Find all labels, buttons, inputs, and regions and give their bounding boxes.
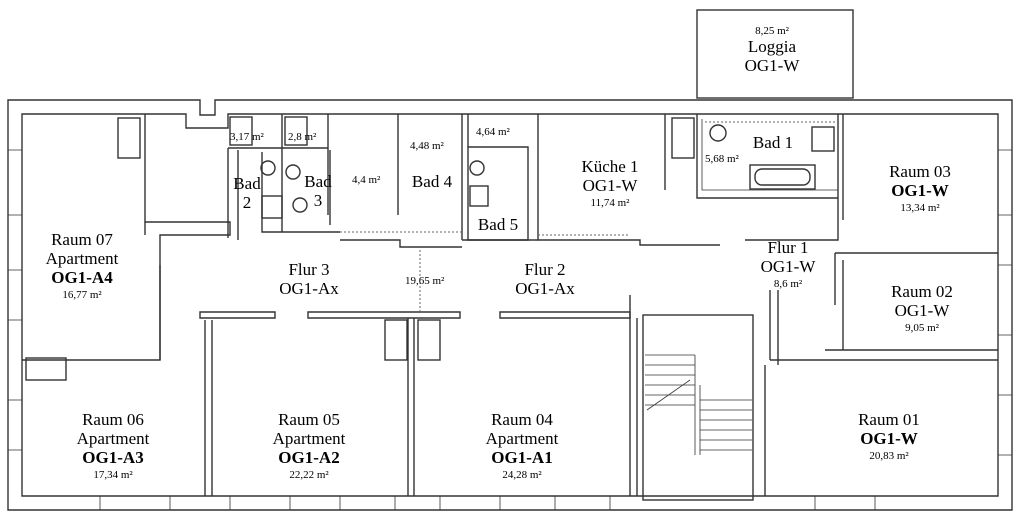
raum03-area: 13,34 m² [900,202,940,215]
raum07-label: Raum 07 Apartment OG1-A4 16,77 m² [46,230,119,301]
shower-bad3 [284,116,308,146]
bad4-area: 4,48 m² [410,140,444,152]
bad2-area: 3,17 m² [230,131,264,143]
flur1-label: Flur 1 OG1-W 8,6 m² [761,238,816,290]
kueche1-code: OG1-W [582,176,638,196]
raum06-name: Raum 06 [82,410,144,429]
sink-r07 [117,117,141,159]
raum02-label: Raum 02 OG1-W 9,05 m² [891,282,953,334]
flur3-name: Flur 3 [288,260,330,279]
raum04-area: 24,28 m² [502,469,542,482]
bad3b-area: 4,4 m² [352,174,381,186]
raum07-code: OG1-A4 [51,268,113,288]
bad5-area: 4,64 m² [476,126,510,138]
raum06-area: 17,34 m² [93,469,133,482]
raum06-type: Apartment [76,429,150,449]
bad4-name: Bad 4 [411,172,453,191]
raum05-name: Raum 05 [278,410,340,429]
raum06-label: Raum 06 Apartment OG1-A3 17,34 m² [77,410,150,481]
kueche1-label: Küche 1 OG1-W 11,74 m² [581,157,638,209]
bad1-name: Bad 1 [752,133,794,152]
flur2-name: Flur 2 [524,260,566,279]
flur2-code: OG1-Ax [515,279,575,299]
basin-bad1 [811,126,835,152]
raum04-code: OG1-A1 [491,448,553,468]
raum06-code: OG1-A3 [82,448,144,468]
basin-bad2 [261,195,283,219]
raum04-label: Raum 04 Apartment OG1-A1 24,28 m² [486,410,559,481]
raum07-type: Apartment [45,249,119,269]
kueche1-name: Küche 1 [581,157,639,176]
loggia-box [696,9,854,99]
bad2-name1: Bad [233,174,261,193]
raum01-code: OG1-W [860,429,918,449]
raum01-label: Raum 01 OG1-W 20,83 m² [858,410,920,462]
kueche1-area: 11,74 m² [590,197,630,210]
flur1-code: OG1-W [760,257,816,277]
bad2-name2: 2 [242,193,252,213]
flur3-label: Flur 3 OG1-Ax [279,260,339,298]
raum02-name: Raum 02 [891,282,953,301]
basin-bad5 [469,185,489,207]
sink-r04 [417,319,441,361]
loggia-code: OG1-W [744,56,800,76]
sink-r05 [384,319,408,361]
raum02-code: OG1-W [894,301,950,321]
raum02-area: 9,05 m² [905,322,939,335]
raum04-name: Raum 04 [491,410,553,429]
bathtub [749,164,816,190]
raum01-name: Raum 01 [858,410,920,429]
sink-kueche [671,117,695,159]
sink-r06 [25,357,67,381]
loggia-label: 8,25 m² Loggia OG1-W [745,23,800,75]
toilet-bad1 [709,124,727,142]
bad1-area: 5,68 m² [705,153,739,165]
toilet-bad3b [292,197,308,213]
flur2-label: Flur 2 OG1-Ax [515,260,575,298]
raum05-label: Raum 05 Apartment OG1-A2 22,22 m² [273,410,346,481]
shower-bad2 [229,116,253,146]
flur-area: 19,65 m² [405,275,445,287]
bad5-name: Bad 5 [477,215,519,234]
outer-wall [7,99,1013,511]
bad5-label: Bad 5 [478,215,518,234]
raum03-label: Raum 03 OG1-W 13,34 m² [889,162,951,214]
raum05-area: 22,22 m² [289,469,329,482]
raum05-type: Apartment [272,429,346,449]
flur1-area: 8,6 m² [773,278,803,291]
raum03-code: OG1-W [891,181,949,201]
loggia-name: Loggia [747,37,797,57]
toilet-bad2 [260,160,276,176]
bad3-area: 2,8 m² [288,131,317,143]
bad2-label: Bad 2 [233,174,260,212]
outer-wall-inner [21,113,999,497]
bad3-name1: Bad [304,172,332,191]
bad1-label: Bad 1 [753,133,793,152]
loggia-area: 8,25 m² [755,25,789,37]
raum07-name: Raum 07 [51,230,113,249]
staircase [642,314,754,501]
raum07-area: 16,77 m² [62,289,102,302]
raum05-code: OG1-A2 [278,448,340,468]
toilet-bad3 [285,164,301,180]
bad4-label: Bad 4 [412,172,452,191]
raum03-name: Raum 03 [889,162,951,181]
flur3-code: OG1-Ax [279,279,339,299]
flur1-name: Flur 1 [767,238,809,257]
bad3-name2: 3 [313,191,323,211]
bad3-label: Bad 3 [304,172,331,210]
raum01-area: 20,83 m² [869,450,909,463]
raum04-type: Apartment [485,429,559,449]
toilet-bad5 [469,160,485,176]
